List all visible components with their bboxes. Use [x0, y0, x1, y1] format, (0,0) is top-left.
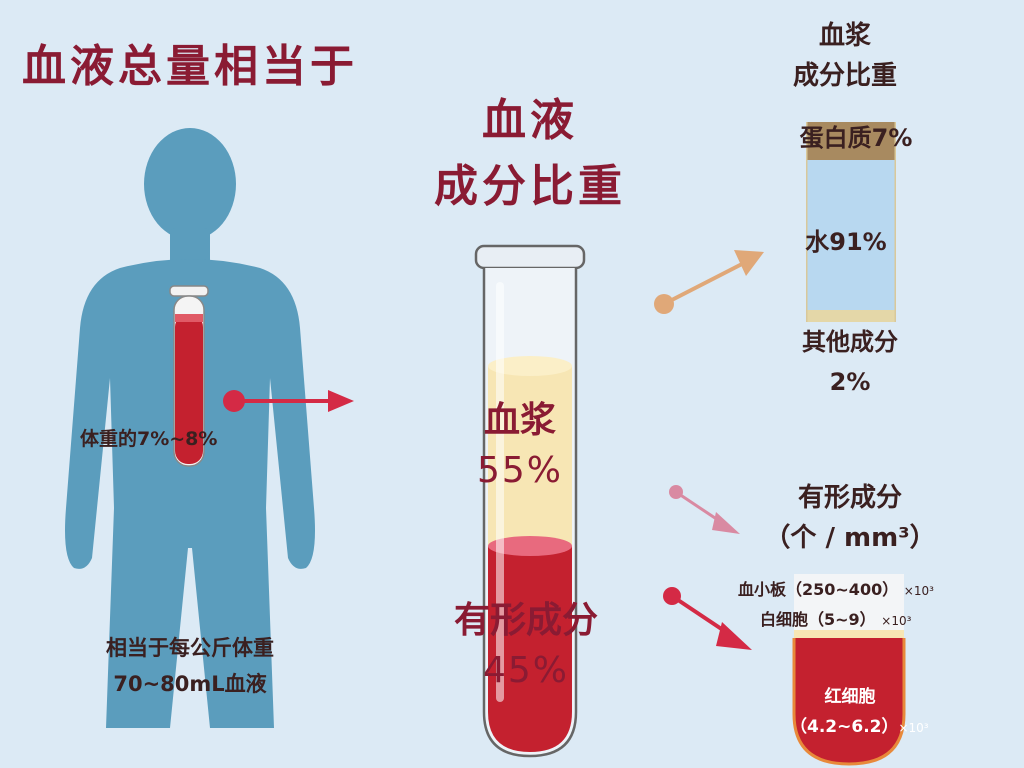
rbc-range: （4.2~6.2）	[790, 717, 899, 737]
arrow-right-icon	[223, 390, 354, 412]
plasma-percentage: 55%	[476, 450, 563, 491]
plasma-name: 血浆	[483, 400, 556, 441]
page-title: 血液总量相当于	[22, 41, 358, 92]
water-label: 水91%	[805, 228, 887, 256]
plasma-label: 血浆 55%	[450, 396, 590, 496]
blood-composition-title: 血液 成分比重	[400, 88, 660, 220]
formed-detail-title-line1: 有形成分	[797, 483, 902, 513]
protein-label: 蛋白质7%	[799, 124, 913, 152]
center-title-line2: 成分比重	[434, 161, 626, 212]
plasma-detail-title: 血浆 成分比重	[760, 16, 930, 96]
plasma-detail-title-line2: 成分比重	[792, 61, 897, 91]
rbc-range-line: （4.2~6.2）×10³	[790, 712, 929, 743]
platelet-range: 血小板（250~400）	[738, 580, 899, 599]
small-blood-tube	[169, 285, 209, 467]
body-note: 相当于每公斤体重 70~80mL血液	[40, 630, 340, 702]
arrow-up-right-icon	[654, 250, 764, 314]
blood-weight-label: 体重的7%~8%	[80, 428, 218, 450]
body-note-line2: 70~80mL血液	[113, 672, 267, 696]
other-line1: 其他成分	[802, 328, 898, 356]
platelet-label: 血小板（250~400） ×10³	[738, 576, 934, 600]
arrow-down-right-icon	[669, 485, 740, 534]
plasma-column	[806, 122, 896, 322]
center-title-line1: 血液	[482, 95, 578, 146]
wbc-unit: ×10³	[881, 614, 912, 628]
human-body-silhouette	[65, 128, 315, 728]
rbc-label: 红细胞 （4.2~6.2）×10³	[790, 682, 929, 743]
body-note-line1: 相当于每公斤体重	[106, 636, 274, 660]
formed-detail-title-line2: （个 / mm³）	[764, 523, 936, 553]
large-test-tube	[474, 244, 586, 758]
plasma-detail-title-line1: 血浆	[818, 21, 871, 51]
wbc-range: 白细胞（5~9）	[760, 610, 876, 629]
formed-detail-title: 有形成分 （个 / mm³）	[740, 478, 960, 558]
rbc-name: 红细胞	[824, 687, 876, 707]
formed-elements-tube	[792, 574, 906, 766]
formed-name: 有形成分	[453, 600, 598, 641]
rbc-unit: ×10³	[898, 721, 929, 735]
platelet-unit: ×10³	[903, 584, 934, 598]
formed-elements-label: 有形成分 45%	[416, 596, 636, 696]
other-line2: 2%	[829, 368, 871, 396]
arrow-down-right-red-icon	[663, 587, 752, 650]
wbc-label: 白细胞（5~9） ×10³	[760, 606, 911, 630]
formed-percentage: 45%	[482, 650, 569, 691]
other-components-label: 其他成分 2%	[770, 322, 930, 402]
